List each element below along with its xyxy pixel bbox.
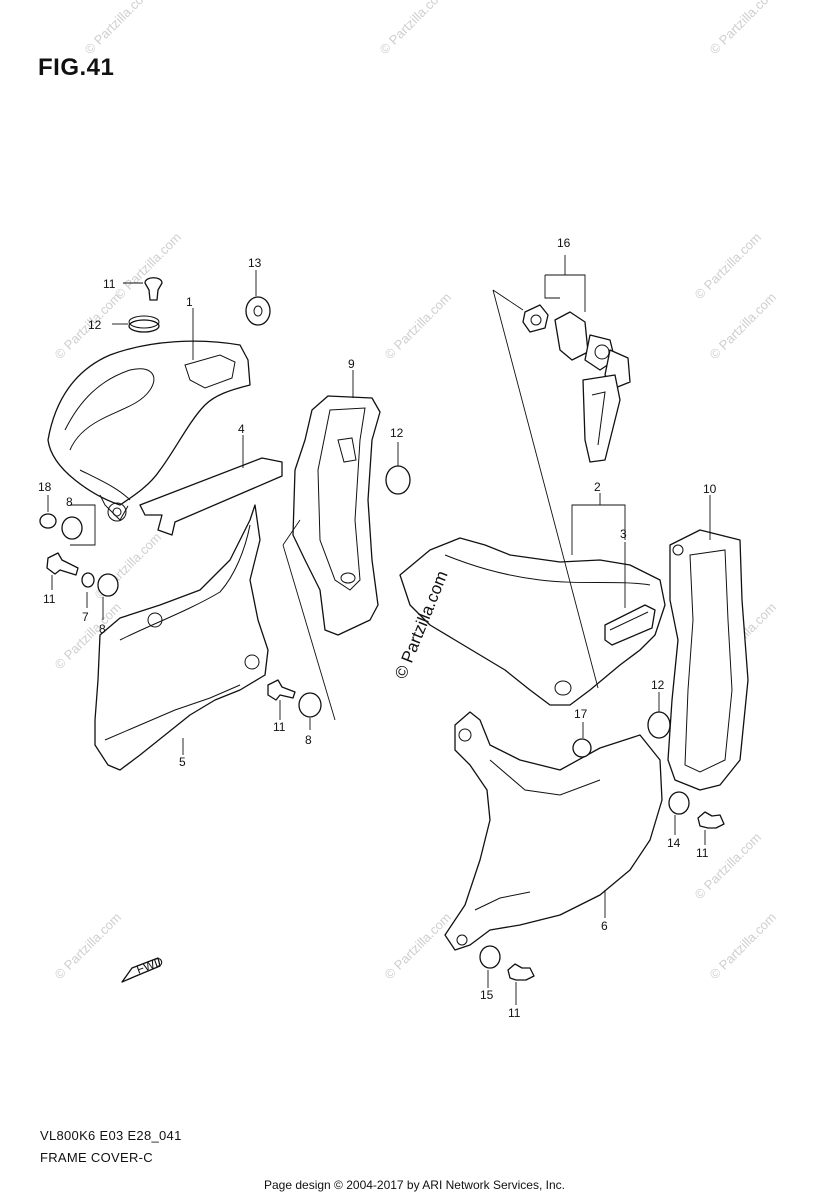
watermark: © Partzilla.com [707, 290, 780, 363]
callout-label: 12 [88, 318, 102, 332]
part-rubber-frame-10 [667, 529, 749, 791]
callout-label: 8 [66, 495, 73, 509]
watermark-layer: © Partzilla.com © Partzilla.com © Partzi… [52, 0, 780, 982]
callout-label: 11 [696, 846, 709, 860]
callout-label: 8 [99, 622, 106, 636]
part-fasteners [39, 277, 725, 981]
watermark: © Partzilla.com [707, 910, 780, 983]
part-lock-set [522, 304, 631, 463]
callout-label: 11 [103, 277, 116, 291]
callout-label: 11 [43, 592, 56, 606]
callout-label: 12 [390, 426, 404, 440]
watermark: © Partzilla.com [112, 230, 185, 303]
figure-title: FIG.41 [38, 54, 115, 81]
watermark: © Partzilla.com [707, 0, 780, 57]
diagram-name: FRAME COVER-C [40, 1150, 153, 1165]
callout-labels: 1 2 3 4 5 6 7 8 8 8 9 10 11 11 11 11 11 … [38, 236, 717, 1020]
callout-label: 5 [179, 755, 186, 769]
callout-label: 3 [620, 527, 627, 541]
callout-label: 8 [305, 733, 312, 747]
callout-label: 16 [557, 236, 571, 250]
part-strip-4 [139, 457, 283, 536]
watermark: © Partzilla.com [382, 290, 455, 363]
part-frame-cover-left-upper [47, 340, 251, 522]
callout-label: 15 [480, 988, 494, 1002]
watermark: © Partzilla.com [377, 0, 450, 57]
callout-label: 6 [601, 919, 608, 933]
model-code: VL800K6 E03 E28_041 [40, 1128, 182, 1143]
callout-label: 11 [273, 720, 286, 734]
watermark: © Partzilla.com [52, 910, 125, 983]
page-footer: Page design © 2004-2017 by ARI Network S… [263, 1178, 565, 1192]
callout-label: 17 [574, 707, 588, 721]
callout-label: 7 [82, 610, 89, 624]
fwd-arrow-icon: FWD [121, 954, 165, 983]
watermark: © Partzilla.com [692, 230, 765, 303]
callout-label: 18 [38, 480, 52, 494]
callout-label: 4 [238, 422, 245, 436]
leader-lines [47, 255, 711, 1005]
part-frame-cover-left-lower [94, 504, 269, 771]
callout-label: 13 [248, 256, 262, 270]
callout-label: 11 [508, 1006, 521, 1020]
callout-label: 9 [348, 357, 355, 371]
callout-label: 1 [186, 295, 193, 309]
callout-label: 12 [651, 678, 665, 692]
callout-label: 14 [667, 836, 681, 850]
part-bracket-9 [292, 395, 381, 636]
watermark: © Partzilla.com [692, 830, 765, 903]
watermark: © Partzilla.com [82, 0, 155, 57]
fwd-label: FWD [134, 954, 165, 977]
watermark: © Partzilla.com [382, 910, 455, 983]
callout-label: 10 [703, 482, 717, 496]
callout-label: 2 [594, 480, 601, 494]
part-side-cover-right-lower [444, 711, 663, 951]
part-side-cover-right [399, 537, 666, 706]
